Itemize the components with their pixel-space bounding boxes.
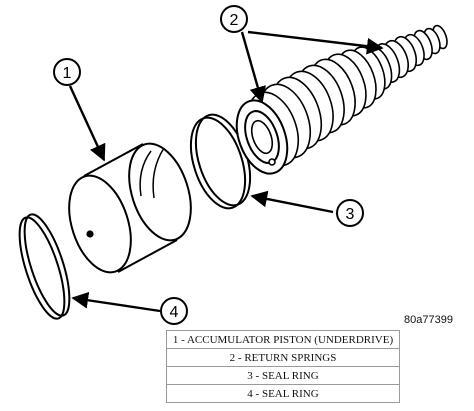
svg-text:2: 2 xyxy=(230,12,239,29)
legend-row: 2 - RETURN SPRINGS xyxy=(166,348,400,367)
legend-item-2: 2 - RETURN SPRINGS xyxy=(166,348,400,367)
accumulator-piston xyxy=(68,140,192,274)
legend-item-3: 3 - SEAL RING xyxy=(166,366,400,385)
svg-text:3: 3 xyxy=(346,206,355,223)
callout-4: 4 xyxy=(160,297,188,325)
callout-1: 1 xyxy=(53,58,81,86)
legend-row: 4 - SEAL RING xyxy=(166,384,400,403)
parts-legend: 1 - ACCUMULATOR PISTON (UNDERDRIVE) 2 - … xyxy=(166,330,400,403)
callout-2: 2 xyxy=(220,5,248,33)
seal-ring-left xyxy=(18,213,71,320)
svg-text:1: 1 xyxy=(63,65,72,82)
svg-text:4: 4 xyxy=(170,304,179,321)
return-springs xyxy=(235,24,448,175)
legend-row: 1 - ACCUMULATOR PISTON (UNDERDRIVE) xyxy=(166,330,400,349)
leader-arrows xyxy=(68,30,384,313)
figure-id: 80a77399 xyxy=(404,314,453,326)
legend-item-1: 1 - ACCUMULATOR PISTON (UNDERDRIVE) xyxy=(166,330,400,349)
legend-item-4: 4 - SEAL RING xyxy=(166,384,400,403)
legend-row: 3 - SEAL RING xyxy=(166,366,400,385)
callout-3: 3 xyxy=(336,199,364,227)
